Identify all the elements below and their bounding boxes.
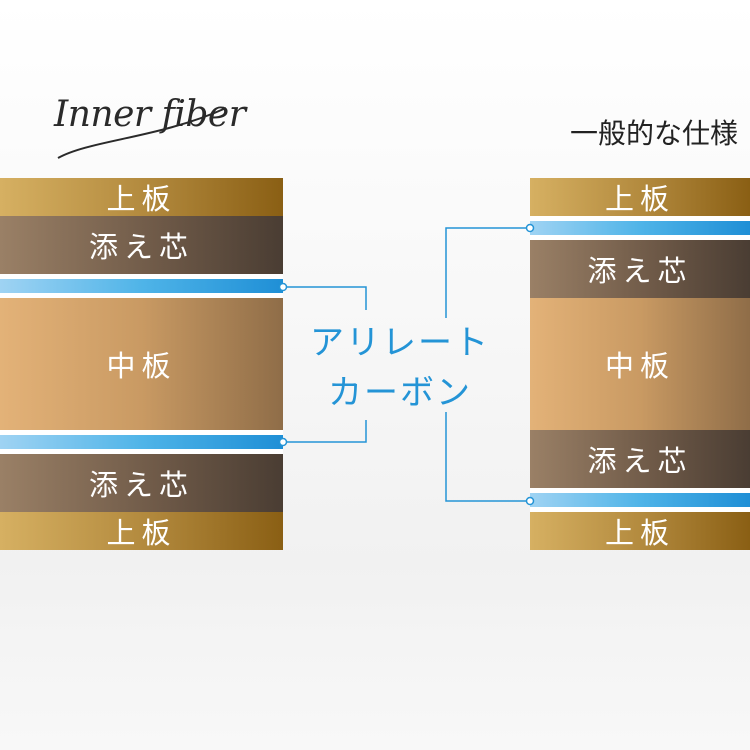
connector-dot — [525, 496, 535, 506]
carbon-layer — [0, 274, 283, 298]
layer-label: 上板 — [106, 182, 177, 216]
connector-dot — [525, 223, 535, 233]
inner-fiber-stack: 上板 添え芯 中板 添え芯 上板 — [0, 178, 283, 550]
sub-core-layer: 添え芯 — [0, 216, 283, 274]
logo-swoosh-icon — [57, 107, 227, 159]
top-board-layer: 上板 — [530, 178, 750, 216]
sub-core-layer: 添え芯 — [0, 454, 283, 512]
general-spec-title: 一般的な仕様 — [569, 117, 738, 150]
carbon-layer — [0, 430, 283, 454]
connector-dot — [278, 437, 288, 447]
top-board-layer: 上板 — [0, 178, 283, 216]
arylate-carbon-label: アリレート カーボン — [300, 318, 500, 418]
general-spec-stack: 上板 添え芯 中板 添え芯 上板 — [530, 178, 750, 550]
top-board-layer: 上板 — [530, 512, 750, 550]
mid-board-layer: 中板 — [530, 298, 750, 430]
layer-label: 上板 — [106, 516, 177, 550]
layer-label: 添え芯 — [587, 254, 693, 288]
callout-line-1: アリレート — [310, 323, 490, 363]
carbon-layer — [530, 488, 750, 512]
carbon-band — [0, 435, 283, 449]
connector-right-top — [445, 227, 530, 318]
connector-right-bottom — [445, 412, 530, 502]
carbon-band — [530, 221, 750, 235]
layer-label: 添え芯 — [587, 444, 693, 478]
layer-label: 上板 — [604, 516, 675, 550]
layer-label: 中板 — [106, 349, 177, 383]
top-board-layer: 上板 — [0, 512, 283, 550]
carbon-band — [0, 279, 283, 293]
sub-core-layer: 添え芯 — [530, 430, 750, 488]
logo-text: Inner fiber — [54, 94, 246, 135]
layer-label: 添え芯 — [88, 468, 194, 502]
sub-core-layer: 添え芯 — [530, 240, 750, 298]
connector-left-bottom — [283, 420, 367, 443]
callout-line-2: カーボン — [328, 373, 472, 413]
carbon-band — [530, 493, 750, 507]
connector-dot — [278, 282, 288, 292]
mid-board-layer: 中板 — [0, 298, 283, 430]
carbon-layer — [530, 216, 750, 240]
layer-label: 添え芯 — [88, 230, 194, 264]
connector-left-top — [283, 286, 367, 310]
layer-label: 上板 — [604, 182, 675, 216]
inner-fiber-logo: Inner fiber — [50, 88, 246, 166]
layer-label: 中板 — [604, 349, 675, 383]
